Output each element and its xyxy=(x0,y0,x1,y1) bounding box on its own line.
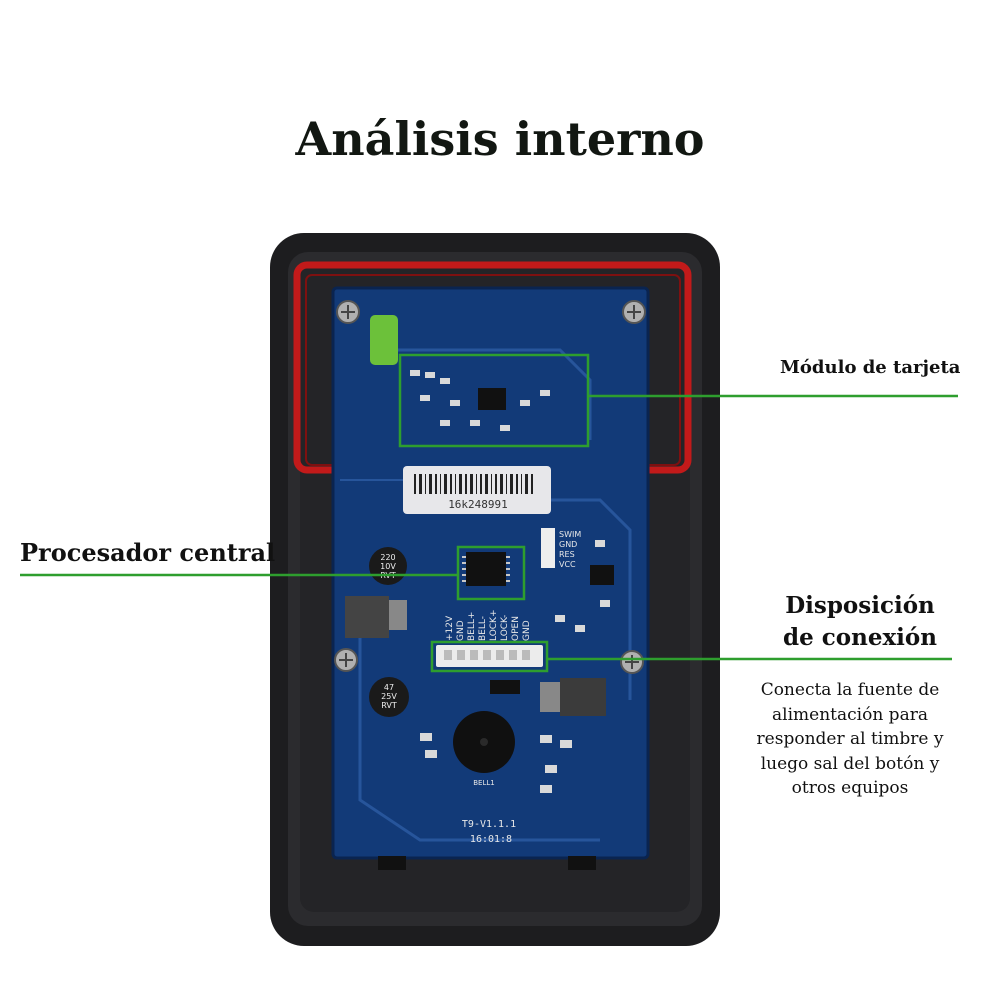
label-connection-line2: de conexión xyxy=(783,624,937,651)
voltage-regulator xyxy=(345,596,389,638)
label-card-module: Módulo de tarjeta xyxy=(780,357,961,378)
board-version: T9-V1.1.1 xyxy=(462,819,516,830)
desc-line-4: luego sal del botón y xyxy=(760,753,940,774)
barcode-text: 16k248991 xyxy=(448,498,508,511)
page-title: Análisis interno xyxy=(295,112,705,166)
term-gnd2: GND xyxy=(522,620,532,641)
regulator-right xyxy=(560,678,606,716)
connector-highlight xyxy=(430,640,549,673)
green-capacitor xyxy=(370,315,398,365)
card-module-highlight xyxy=(398,353,590,448)
cap-large-brand: RVT xyxy=(381,701,397,710)
cap-large-volt: 25V xyxy=(381,692,397,701)
pin-gnd-h: GND xyxy=(559,540,577,549)
pin-swim: SWIM xyxy=(559,530,581,539)
desc-line-1: Conecta la fuente de xyxy=(760,680,940,700)
cpu-chip xyxy=(466,552,506,586)
rf-chip xyxy=(478,388,506,410)
term-gnd1: GND xyxy=(456,620,466,641)
desc-line-2: alimentación para xyxy=(772,704,928,725)
pin-vcc: VCC xyxy=(559,560,576,569)
buzzer-label: BELL1 xyxy=(473,779,494,787)
label-cpu: Procesador central xyxy=(20,538,276,567)
cap-small-val: 220 xyxy=(380,553,395,562)
pin-res: RES xyxy=(559,550,575,559)
cap-large-val: 47 xyxy=(384,683,394,692)
cpu-highlight xyxy=(456,545,526,601)
label-connection: Disposición de conexión xyxy=(760,590,960,654)
connection-description: Conecta la fuente de alimentación para r… xyxy=(740,678,960,801)
term-lock-p: LOCK+ xyxy=(489,609,499,641)
label-connection-line1: Disposición xyxy=(785,592,935,619)
term-12v: +12V xyxy=(445,615,455,641)
desc-line-5: otros equipos xyxy=(791,778,909,798)
term-lock-n: LOCK- xyxy=(500,615,510,641)
board-date: 16:01:8 xyxy=(470,834,512,845)
capacitor-large xyxy=(369,677,409,717)
term-open: OPEN xyxy=(511,616,521,641)
term-bell-p: BELL+ xyxy=(467,612,477,641)
cap-small-volt: 10V xyxy=(380,562,396,571)
desc-line-3: responder al timbre y xyxy=(756,729,944,749)
term-bell-n: BELL- xyxy=(478,616,488,641)
